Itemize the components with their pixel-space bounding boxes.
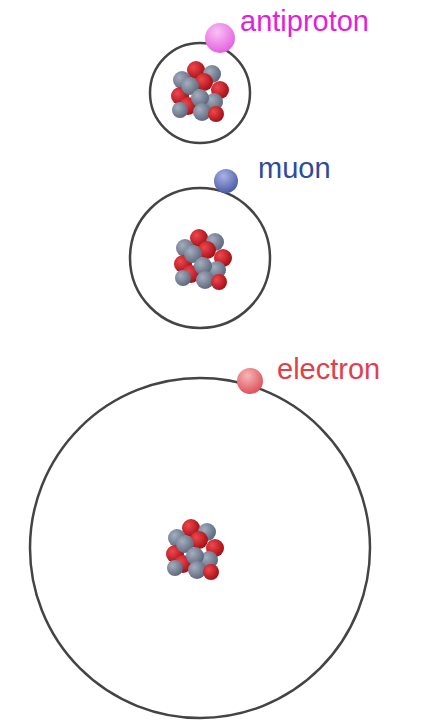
orbit: [150, 43, 250, 143]
antiproton-particle: [205, 23, 235, 53]
orbit: [130, 188, 270, 328]
particle-label: muon: [258, 154, 331, 183]
nucleus: [166, 519, 224, 580]
muon-particle: [214, 169, 238, 193]
nucleus: [174, 229, 232, 290]
particle-label: electron: [277, 355, 380, 384]
electron-particle: [237, 368, 263, 394]
particle-label: antiproton: [240, 7, 369, 36]
orbit: [30, 378, 370, 718]
nucleus: [171, 61, 229, 122]
